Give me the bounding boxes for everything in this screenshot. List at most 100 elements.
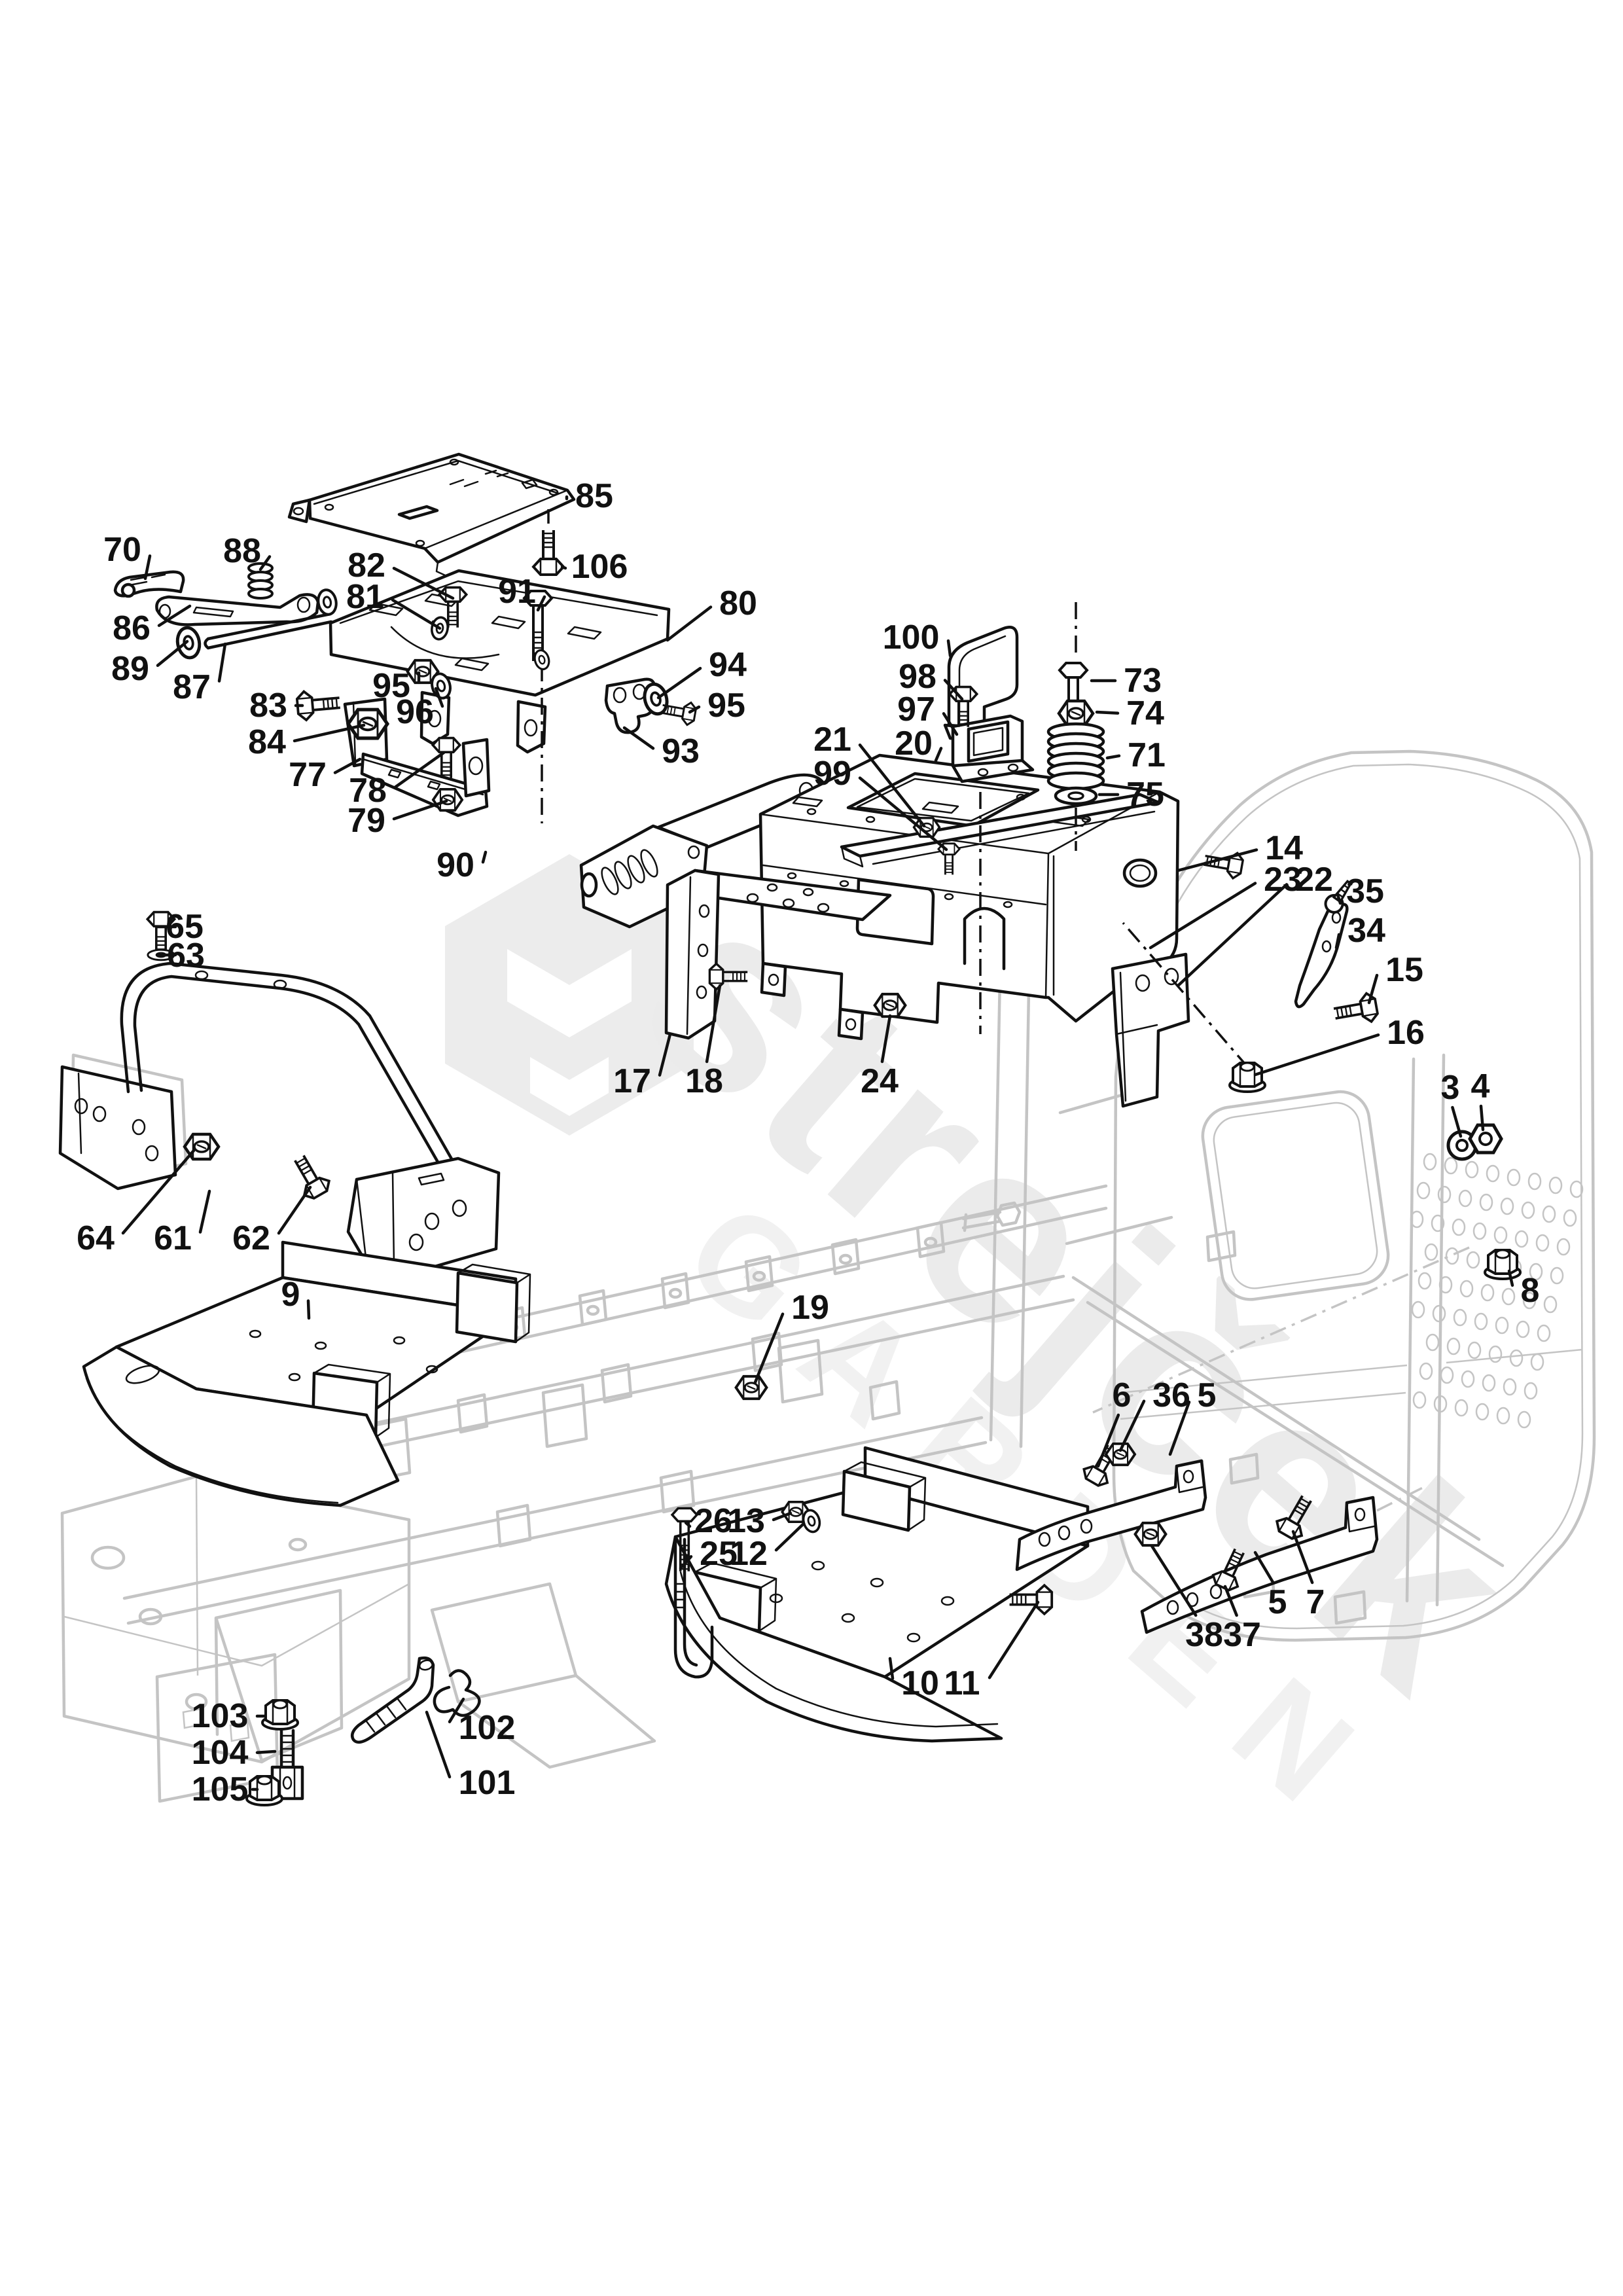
label-99-leader — [858, 776, 948, 852]
label-4: 4 — [1471, 1067, 1490, 1105]
label-98-leader — [943, 679, 964, 701]
label-4-leader — [1479, 1104, 1485, 1132]
nut-103 — [261, 1699, 299, 1731]
label-91-leader — [536, 595, 546, 612]
label-36: 36 — [1152, 1376, 1190, 1414]
label-24-leader — [880, 1014, 892, 1064]
bolt-62 — [285, 1149, 334, 1203]
label-105: 105 — [192, 1770, 249, 1808]
label-77: 77 — [289, 756, 327, 794]
label-77-leader — [333, 757, 362, 774]
label-12: 12 — [730, 1535, 768, 1573]
label-62-leader — [277, 1185, 312, 1235]
label-84: 84 — [248, 723, 286, 761]
label-38-leader — [1150, 1544, 1198, 1617]
label-80: 80 — [719, 584, 757, 622]
arm-86 — [155, 593, 320, 626]
nut-8 — [1484, 1249, 1522, 1280]
label-34-leader — [1334, 933, 1341, 950]
parts-black — [58, 452, 1379, 1801]
bumper-bracket-5-lower — [1140, 1496, 1379, 1634]
label-102-leader — [448, 1697, 465, 1723]
label-93: 93 — [662, 732, 700, 770]
nut-84 — [348, 709, 387, 738]
label-8-leader — [1507, 1269, 1514, 1287]
label-11-leader — [988, 1600, 1040, 1679]
label-106-leader — [560, 565, 567, 570]
label-13: 13 — [727, 1502, 765, 1540]
label-61: 61 — [154, 1219, 192, 1257]
label-78: 78 — [349, 772, 387, 810]
label-106: 106 — [571, 548, 628, 586]
label-87: 87 — [173, 668, 211, 706]
label-5a-leader — [1168, 1400, 1191, 1456]
bracket-22 — [1111, 952, 1190, 1108]
label-103: 103 — [192, 1697, 249, 1735]
label-23-leader — [1149, 882, 1257, 950]
label-35-leader — [1336, 893, 1342, 905]
label-19-leader — [753, 1312, 785, 1384]
label-12-leader — [774, 1522, 806, 1552]
frame-cover-14 — [758, 753, 1180, 1041]
label-86-leader — [157, 604, 192, 627]
label-22-leader — [1176, 883, 1289, 988]
spring-71 — [1048, 724, 1103, 789]
label-5a: 5 — [1198, 1376, 1217, 1414]
label-94-leader — [656, 666, 702, 700]
roll-bar — [58, 961, 501, 1273]
label-16-leader — [1253, 1033, 1380, 1077]
label-23: 23 — [1264, 861, 1302, 899]
nut-36 — [1104, 1442, 1137, 1467]
label-81: 81 — [346, 578, 384, 616]
label-24: 24 — [861, 1062, 899, 1100]
label-11: 11 — [944, 1664, 980, 1702]
bolt-106 — [532, 529, 565, 576]
label-35: 35 — [1346, 872, 1384, 910]
label-93-leader — [622, 726, 655, 750]
label-6-leader — [1096, 1413, 1120, 1468]
nut-16 — [1228, 1062, 1266, 1093]
label-10-leader — [888, 1657, 895, 1680]
pin-87 — [204, 612, 333, 650]
label-3: 3 — [1441, 1069, 1460, 1107]
label-79-leader — [392, 799, 448, 821]
label-25-leader — [679, 1555, 693, 1570]
label-20-leader — [934, 747, 943, 762]
label-100-leader — [946, 639, 952, 658]
washer-86 — [316, 588, 338, 616]
label-62: 62 — [232, 1219, 270, 1257]
label-17-leader — [658, 1032, 672, 1077]
nut-19 — [736, 1376, 767, 1399]
label-22: 22 — [1295, 861, 1333, 899]
label-82: 82 — [348, 547, 385, 584]
label-14: 14 — [1265, 829, 1303, 867]
label-98: 98 — [899, 658, 936, 696]
nut-24 — [875, 994, 906, 1016]
label-85: 85 — [575, 477, 613, 515]
label-94: 94 — [709, 646, 747, 684]
label-95r: 95 — [707, 687, 745, 725]
label-70-leader — [143, 554, 152, 581]
label-64-leader — [121, 1149, 196, 1235]
label-9-leader — [306, 1299, 311, 1320]
label-82-leader — [392, 567, 455, 600]
washer-89 — [175, 626, 202, 659]
bracket-17 — [664, 869, 892, 1040]
label-89: 89 — [111, 650, 149, 688]
r-clip-102 — [433, 1669, 481, 1717]
label-70: 70 — [103, 531, 141, 569]
nut-79 — [431, 787, 464, 812]
label-7-leader — [1291, 1530, 1314, 1585]
label-64: 64 — [77, 1219, 115, 1257]
label-74-leader — [1095, 710, 1120, 715]
label-63: 63 — [167, 937, 205, 975]
bracket-100 — [943, 626, 1019, 742]
label-21-leader — [858, 743, 926, 828]
nut-4 — [1470, 1125, 1501, 1153]
label-90-leader — [481, 850, 488, 864]
label-96: 96 — [396, 693, 434, 731]
label-26: 26 — [694, 1502, 732, 1540]
label-84-leader — [293, 723, 366, 743]
label-74: 74 — [1126, 694, 1164, 732]
nut-74 — [1059, 701, 1093, 726]
